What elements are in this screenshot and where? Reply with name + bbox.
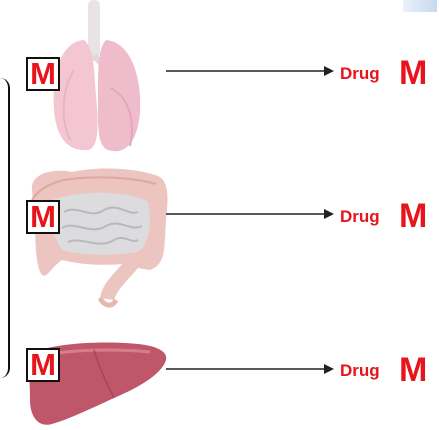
drug-marker-liver: M bbox=[399, 351, 427, 390]
arrow-lungs bbox=[166, 65, 336, 77]
drug-marker-lungs: M bbox=[399, 54, 427, 93]
drug-label-lungs: Drug bbox=[340, 64, 380, 84]
corner-decoration bbox=[403, 0, 437, 12]
marker-intestines: M bbox=[26, 200, 60, 234]
intestines-illustration bbox=[18, 160, 178, 310]
arrow-liver bbox=[166, 363, 336, 375]
drug-label-intestines: Drug bbox=[340, 207, 380, 227]
marker-lungs: M bbox=[26, 57, 60, 91]
side-bracket bbox=[0, 78, 10, 378]
arrow-intestines bbox=[166, 208, 336, 220]
drug-label-liver: Drug bbox=[340, 361, 380, 381]
marker-liver: M bbox=[26, 348, 60, 382]
drug-marker-intestines: M bbox=[399, 197, 427, 236]
